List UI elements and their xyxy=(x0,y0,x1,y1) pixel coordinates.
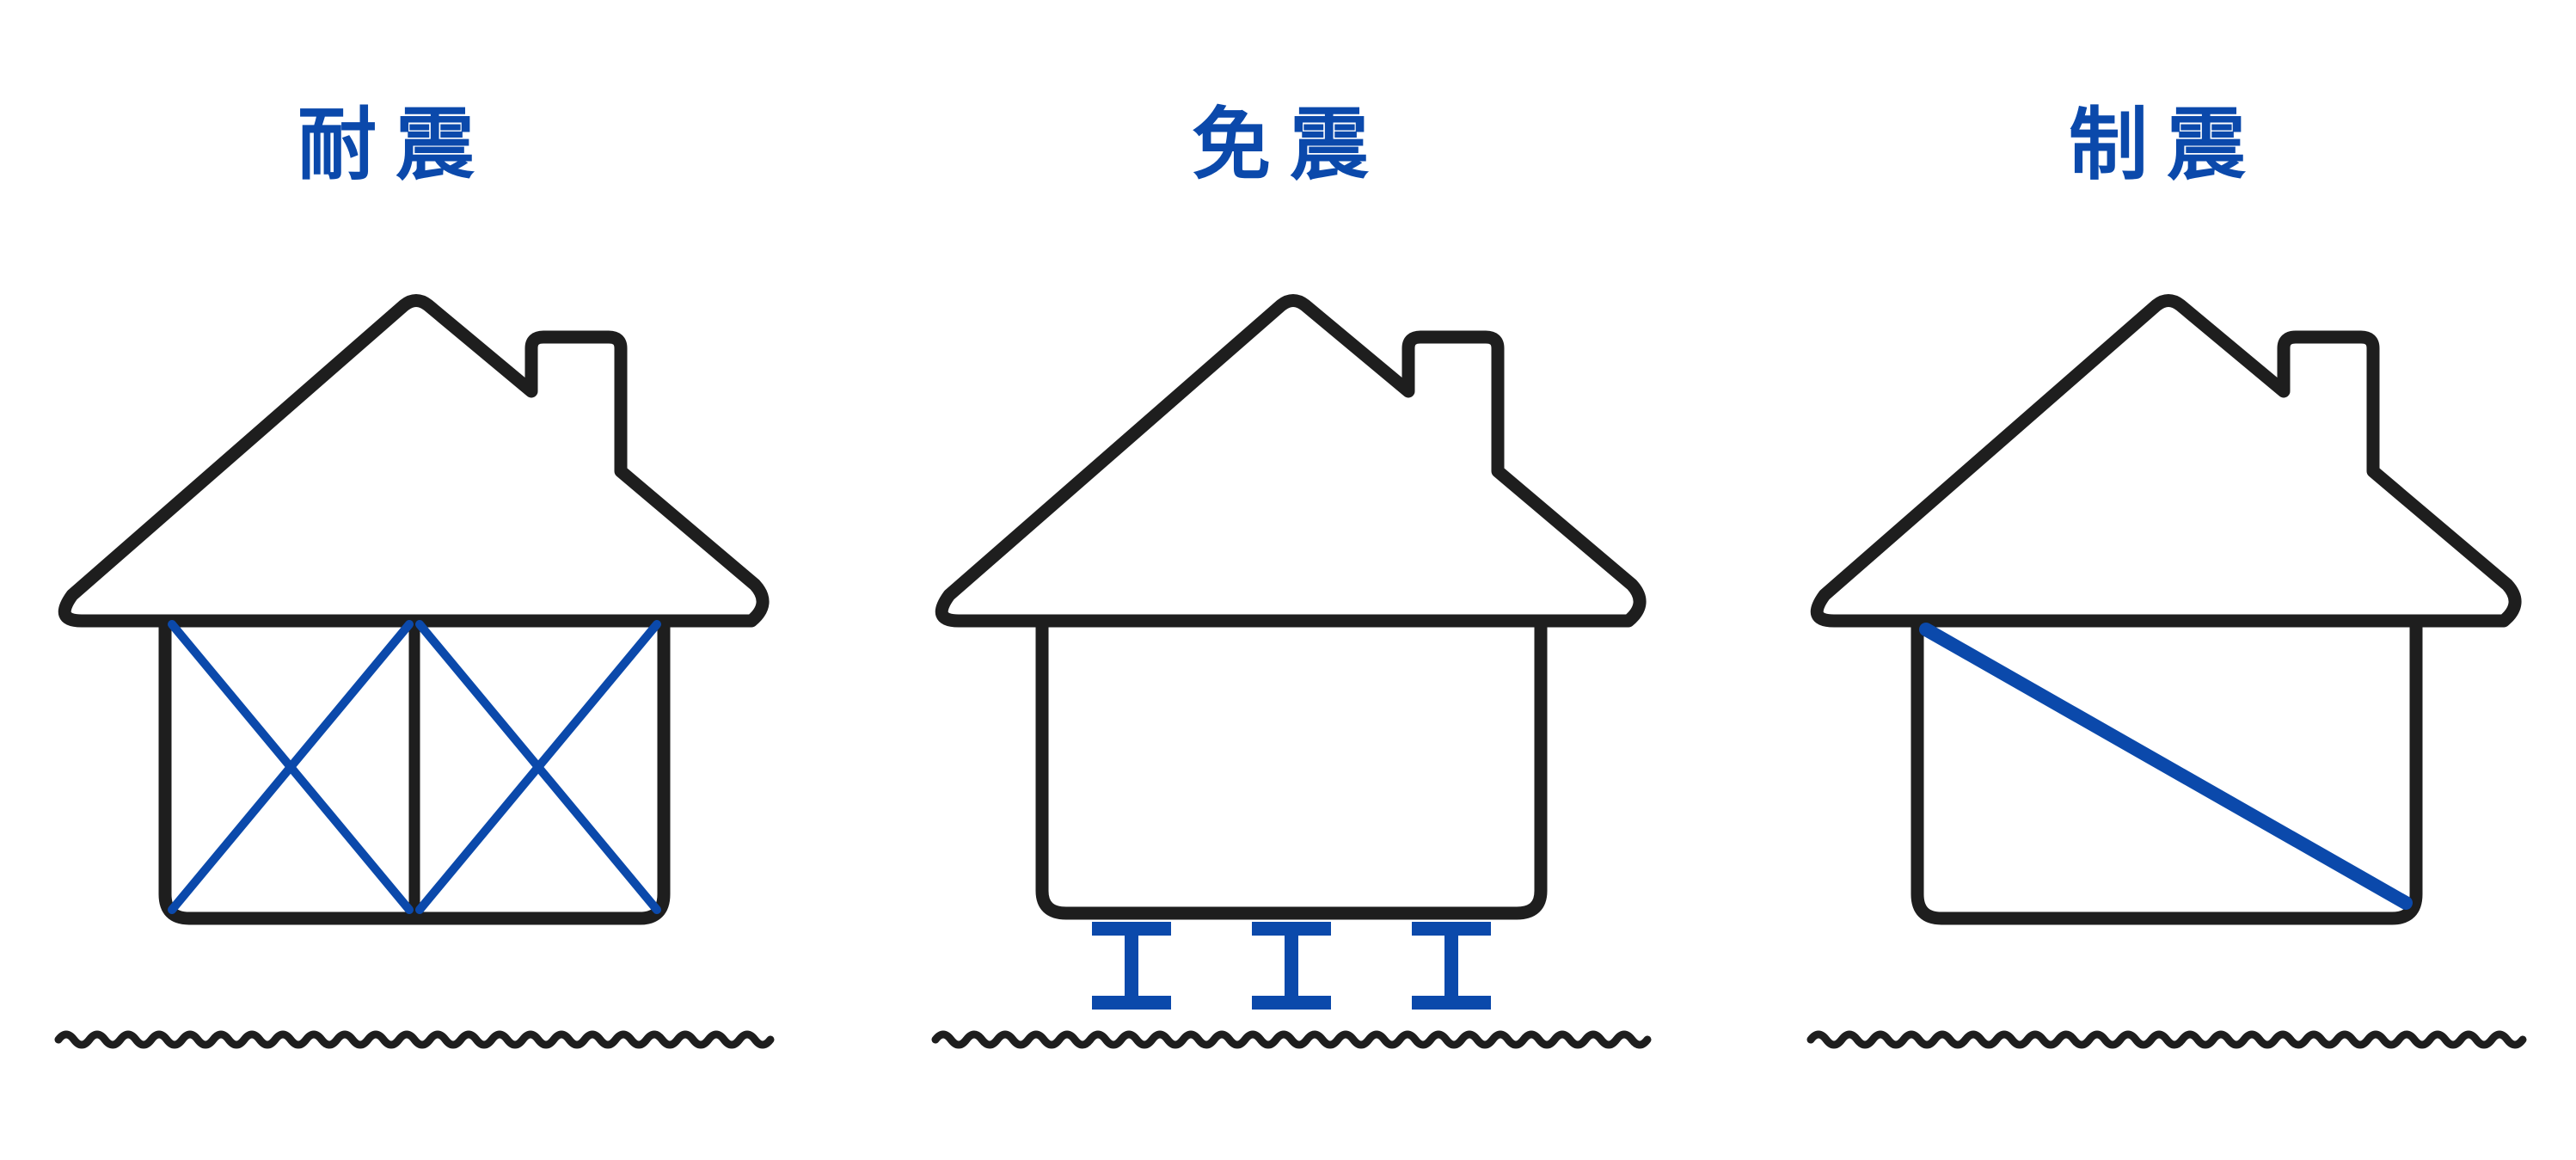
house-body xyxy=(158,609,686,925)
panel-title-taishin: 耐震 xyxy=(297,99,494,191)
isolator xyxy=(1092,922,1171,1010)
ground-line xyxy=(54,1030,775,1049)
base-isolators xyxy=(1092,922,1491,1010)
panel-seishin: 制震 xyxy=(1806,99,2527,1049)
house-roof xyxy=(58,294,770,628)
ground-line xyxy=(1806,1030,2527,1049)
house-menshin xyxy=(935,294,1647,920)
isolator xyxy=(1412,922,1491,1010)
house-seishin xyxy=(1810,294,2522,925)
ground-line xyxy=(931,1030,1652,1049)
panel-menshin: 免震 xyxy=(931,99,1652,1049)
house-body xyxy=(1035,609,1563,920)
house-taishin xyxy=(58,294,770,925)
brace-right-b xyxy=(415,620,661,914)
brace-left-b xyxy=(168,620,414,914)
panel-title-menshin: 免震 xyxy=(1192,99,1388,191)
diagonal-damper xyxy=(1919,623,2413,910)
house-roof xyxy=(1810,294,2522,628)
isolator xyxy=(1252,922,1331,1010)
panel-title-seishin: 制震 xyxy=(2069,99,2265,191)
panel-taishin: 耐震 xyxy=(54,99,775,1049)
house-roof xyxy=(935,294,1647,628)
